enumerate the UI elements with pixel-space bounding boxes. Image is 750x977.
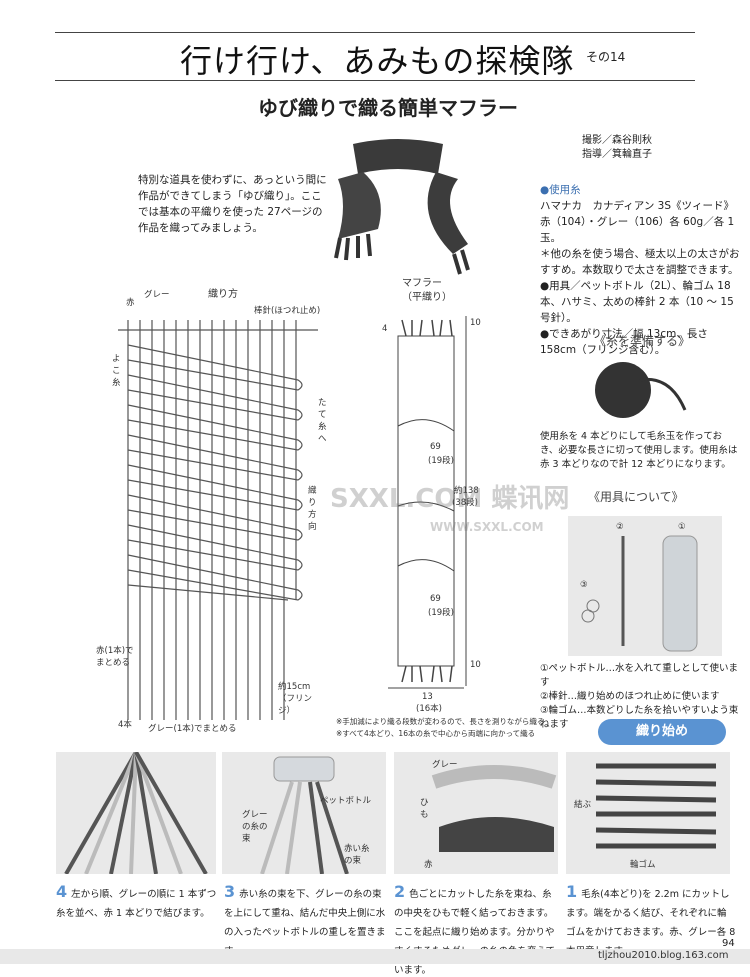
scarf-photo (334, 139, 470, 275)
footer-site: tljzhou2010.blog.163.com (598, 950, 729, 961)
step4-caption: 4 左から順、グレーの順に 1 本ずつ糸を並べ、赤 1 本どりで結びます。 (56, 882, 217, 919)
watermark: SXXL.COM 蝶讯网 (330, 484, 570, 514)
credits: 撮影／森谷則秋 指導／箕輪直子 (582, 135, 652, 160)
footer-bar (0, 949, 750, 964)
muffler-note-1: ※手加減により織る段数が変わるので、長さを測りながら織る (336, 717, 545, 726)
prep-text: 使用糸を 4 本どりにして毛糸玉を作っておき、必要な長さに切って使用します。使用… (540, 431, 738, 470)
step3-photo: ペットボトル グレーの糸の束 赤い糸の束 (222, 752, 386, 875)
tools-line: ●用具／ペットボトル（2L）、輪ゴム 18 本、ハサミ、太めの棒針 2 本（10… (540, 280, 734, 324)
issue-number: その14 (586, 50, 626, 64)
muffler-diagram (388, 316, 467, 689)
step1-photo: 結ぶ 輪ゴム (566, 752, 730, 874)
prep-heading: 《糸を準備する》 (594, 334, 691, 348)
weave-diagram (118, 320, 318, 720)
weave-diagram-title: 織り方 (208, 289, 238, 300)
page-subtitle: ゆび織りで織る簡単マフラー (258, 96, 518, 120)
page-title: 行け行け、あみもの探検隊 (180, 42, 575, 80)
muffler-subtitle: （平織り） (402, 292, 452, 303)
size-line: ●できあがり寸法／幅 13cm、長さ 158cm（フリンジ含む）。 (540, 328, 708, 356)
header-rule (55, 32, 695, 33)
tools-notes: ①ペットボトル…水を入れて重しとして使います ②棒針…織り始めのほつれ止めに使い… (540, 663, 739, 730)
step2-photo: グレー ひも 赤 (394, 752, 558, 874)
materials-block: ●使用糸 ハマナカ カナディアン 3S《ツィード》 赤（104）・グレー（106… (540, 184, 740, 356)
muffler-note-2: ※すべて4本どり、16本の糸で中心から両端に向かって織る (336, 729, 536, 738)
page-number: 94 (722, 938, 735, 949)
intro-text: 特別な道具を使わずに、あっという間に作品ができてしまう「ゆび織り」。ここでは基本… (138, 174, 327, 234)
step3-caption: 3 赤い糸の束を下、グレーの糸の束を上にして重ね、結んだ中央上側に水の入ったペッ… (224, 882, 386, 957)
tools-heading: 《用具について》 (588, 490, 684, 504)
tools-photo: ② ③ ① (568, 516, 722, 656)
header-rule-2 (55, 80, 695, 81)
yarn-heading: ●使用糸 (540, 184, 581, 196)
yarn-ball-photo (595, 362, 687, 418)
watermark-url: WWW.SXXL.COM (430, 520, 544, 534)
step4-photo (56, 751, 216, 875)
step1-caption: 1 毛糸(4本どり)を 2.2m にカットします。端をかるく結び、それぞれに輪ゴ… (566, 882, 736, 957)
weaving-start-label: 織り始め (598, 719, 726, 745)
muffler-title: マフラー (402, 278, 442, 289)
